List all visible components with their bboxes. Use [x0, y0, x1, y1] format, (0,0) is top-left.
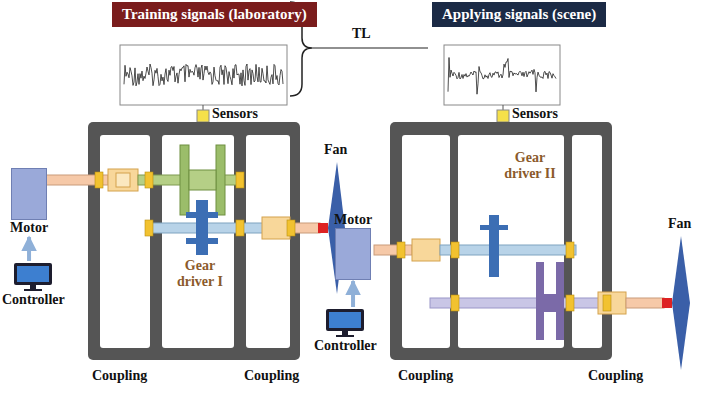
gearbox-housing: [390, 122, 612, 360]
coupling: [116, 173, 130, 187]
transfer-line: [312, 47, 428, 48]
housing-chamber: [572, 135, 602, 348]
fan-blade: [672, 303, 690, 370]
node-text: Applying signals (scene): [442, 6, 596, 23]
title-box: Training signals (laboratory): [112, 2, 317, 27]
sensor-lead: [503, 105, 504, 110]
coupling: [412, 239, 440, 261]
control-arrow: [27, 237, 31, 261]
motor-shaft: [374, 245, 412, 255]
bearing: [397, 242, 611, 311]
monitor-icon: [325, 308, 365, 338]
motor-node: Motor: [10, 168, 48, 236]
gear: [186, 212, 218, 218]
gear: [556, 262, 564, 340]
title-box: Applying signals (scene): [432, 2, 606, 27]
sensor-label-node: Sensors: [212, 106, 258, 122]
gear: [180, 145, 189, 215]
signal-trace: [124, 64, 283, 86]
sensor-symbol: [497, 110, 509, 122]
annotation-label: Coupling: [588, 368, 643, 384]
gear: [189, 170, 216, 190]
annotation-label: Coupling: [398, 368, 453, 384]
shaft-end: [318, 223, 328, 233]
annotation-label: Coupling: [244, 368, 299, 384]
node-text: Controller: [2, 292, 65, 308]
annotation-label: Fan: [668, 216, 691, 232]
node-text: Training signals (laboratory): [122, 6, 307, 23]
sensor-label-node: Sensors: [512, 106, 558, 122]
gear: [489, 215, 499, 277]
waveforms: [124, 58, 556, 95]
housing-chamber: [402, 135, 450, 348]
node-text: Sensors: [212, 106, 258, 122]
controller-node: Controller: [2, 262, 65, 308]
coupling: [598, 292, 626, 314]
shaft-end: [662, 298, 672, 308]
housing-chamber: [162, 135, 234, 348]
node-text: Sensors: [512, 106, 558, 122]
part-label: Gear driver I: [166, 258, 234, 290]
node-text: Motor: [10, 220, 48, 236]
motor-body: [335, 228, 371, 280]
controller-node: Controller: [314, 308, 377, 354]
waveform-box: [120, 45, 287, 105]
housing-chamber: [100, 135, 150, 348]
annotation-label: Coupling: [92, 368, 147, 384]
waveform-box: [444, 45, 560, 105]
output-shaft: [150, 223, 280, 233]
part-label: Gear driver II: [498, 150, 562, 182]
gear: [186, 238, 218, 244]
fan-blade: [672, 236, 690, 303]
node-text: Motor: [334, 212, 372, 228]
gear: [196, 200, 208, 255]
coupling: [108, 169, 138, 191]
housing-chamber: [458, 135, 564, 348]
control-arrow: [351, 281, 355, 307]
signal-trace: [448, 58, 556, 95]
sensor-lead: [203, 105, 204, 110]
gear: [536, 262, 544, 340]
input-shaft: [440, 245, 576, 255]
fan-shaft: [626, 298, 664, 308]
housing-chamber: [246, 135, 290, 348]
motor-body: [11, 168, 47, 220]
bearing: [95, 172, 295, 236]
monitor-icon: [13, 262, 53, 292]
motor-node: Motor: [334, 212, 372, 280]
gear: [544, 294, 556, 312]
annotation-label: Fan: [324, 142, 347, 158]
annotation-label: TL: [352, 26, 371, 42]
node-text: Controller: [314, 338, 377, 354]
gear: [480, 225, 508, 230]
gearbox-housing: [88, 122, 300, 360]
gear: [216, 145, 225, 215]
sensor-symbol: [197, 110, 209, 122]
coupling: [262, 217, 290, 239]
